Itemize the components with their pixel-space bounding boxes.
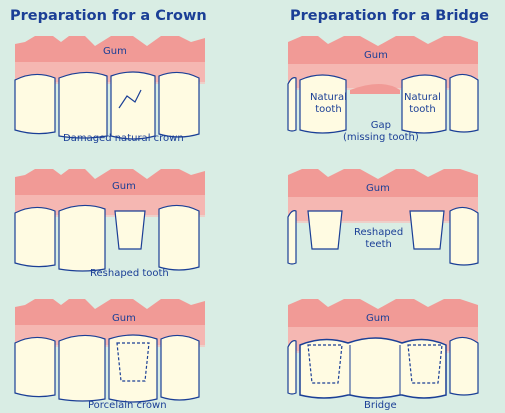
crown-column-title: Preparation for a Crown bbox=[10, 8, 207, 24]
gum-label: Gum bbox=[364, 50, 388, 61]
reshaped-tooth-stump bbox=[114, 210, 146, 250]
bridge-unit bbox=[299, 337, 447, 399]
reshaped-tooth-left bbox=[307, 210, 343, 250]
natural-tooth-right bbox=[401, 74, 447, 134]
gum-label: Gum bbox=[112, 313, 136, 324]
natural-tooth-left bbox=[299, 74, 347, 134]
hidden-stump-outline bbox=[116, 342, 150, 382]
damaged-crown-caption: Damaged natural crown bbox=[63, 133, 184, 144]
tooth-shape bbox=[58, 71, 108, 139]
porcelain-crown-caption: Porcelain crown bbox=[88, 400, 167, 411]
reshaped-tooth-right bbox=[409, 210, 445, 250]
bridge-column-title: Preparation for a Bridge bbox=[290, 8, 490, 24]
bridge-panel-bridge: Gum Bridge bbox=[287, 295, 479, 411]
tooth-shape bbox=[158, 71, 200, 138]
gum-label: Gum bbox=[112, 181, 136, 192]
reshaped-tooth-caption: Reshaped tooth bbox=[90, 268, 169, 279]
damaged-tooth-shape bbox=[110, 71, 156, 140]
crown-panel-reshaped: Gum Reshaped tooth bbox=[14, 165, 205, 279]
bridge-caption: Bridge bbox=[364, 400, 397, 411]
gum-label: Gum bbox=[366, 313, 390, 324]
crown-panel-damaged: Gum Damaged natural crown bbox=[14, 32, 205, 144]
gum-label: Gum bbox=[366, 183, 390, 194]
hidden-stump-outline bbox=[307, 344, 343, 384]
porcelain-crown-shape bbox=[108, 334, 158, 403]
gum-label: Gum bbox=[103, 46, 127, 57]
gap-label: Gap(missing tooth) bbox=[343, 120, 419, 143]
crown-panel-porcelain: Gum Porcelain crown bbox=[14, 295, 205, 411]
hidden-stump-outline bbox=[407, 344, 443, 384]
crack-line bbox=[118, 89, 142, 109]
tooth-shape bbox=[14, 73, 56, 135]
